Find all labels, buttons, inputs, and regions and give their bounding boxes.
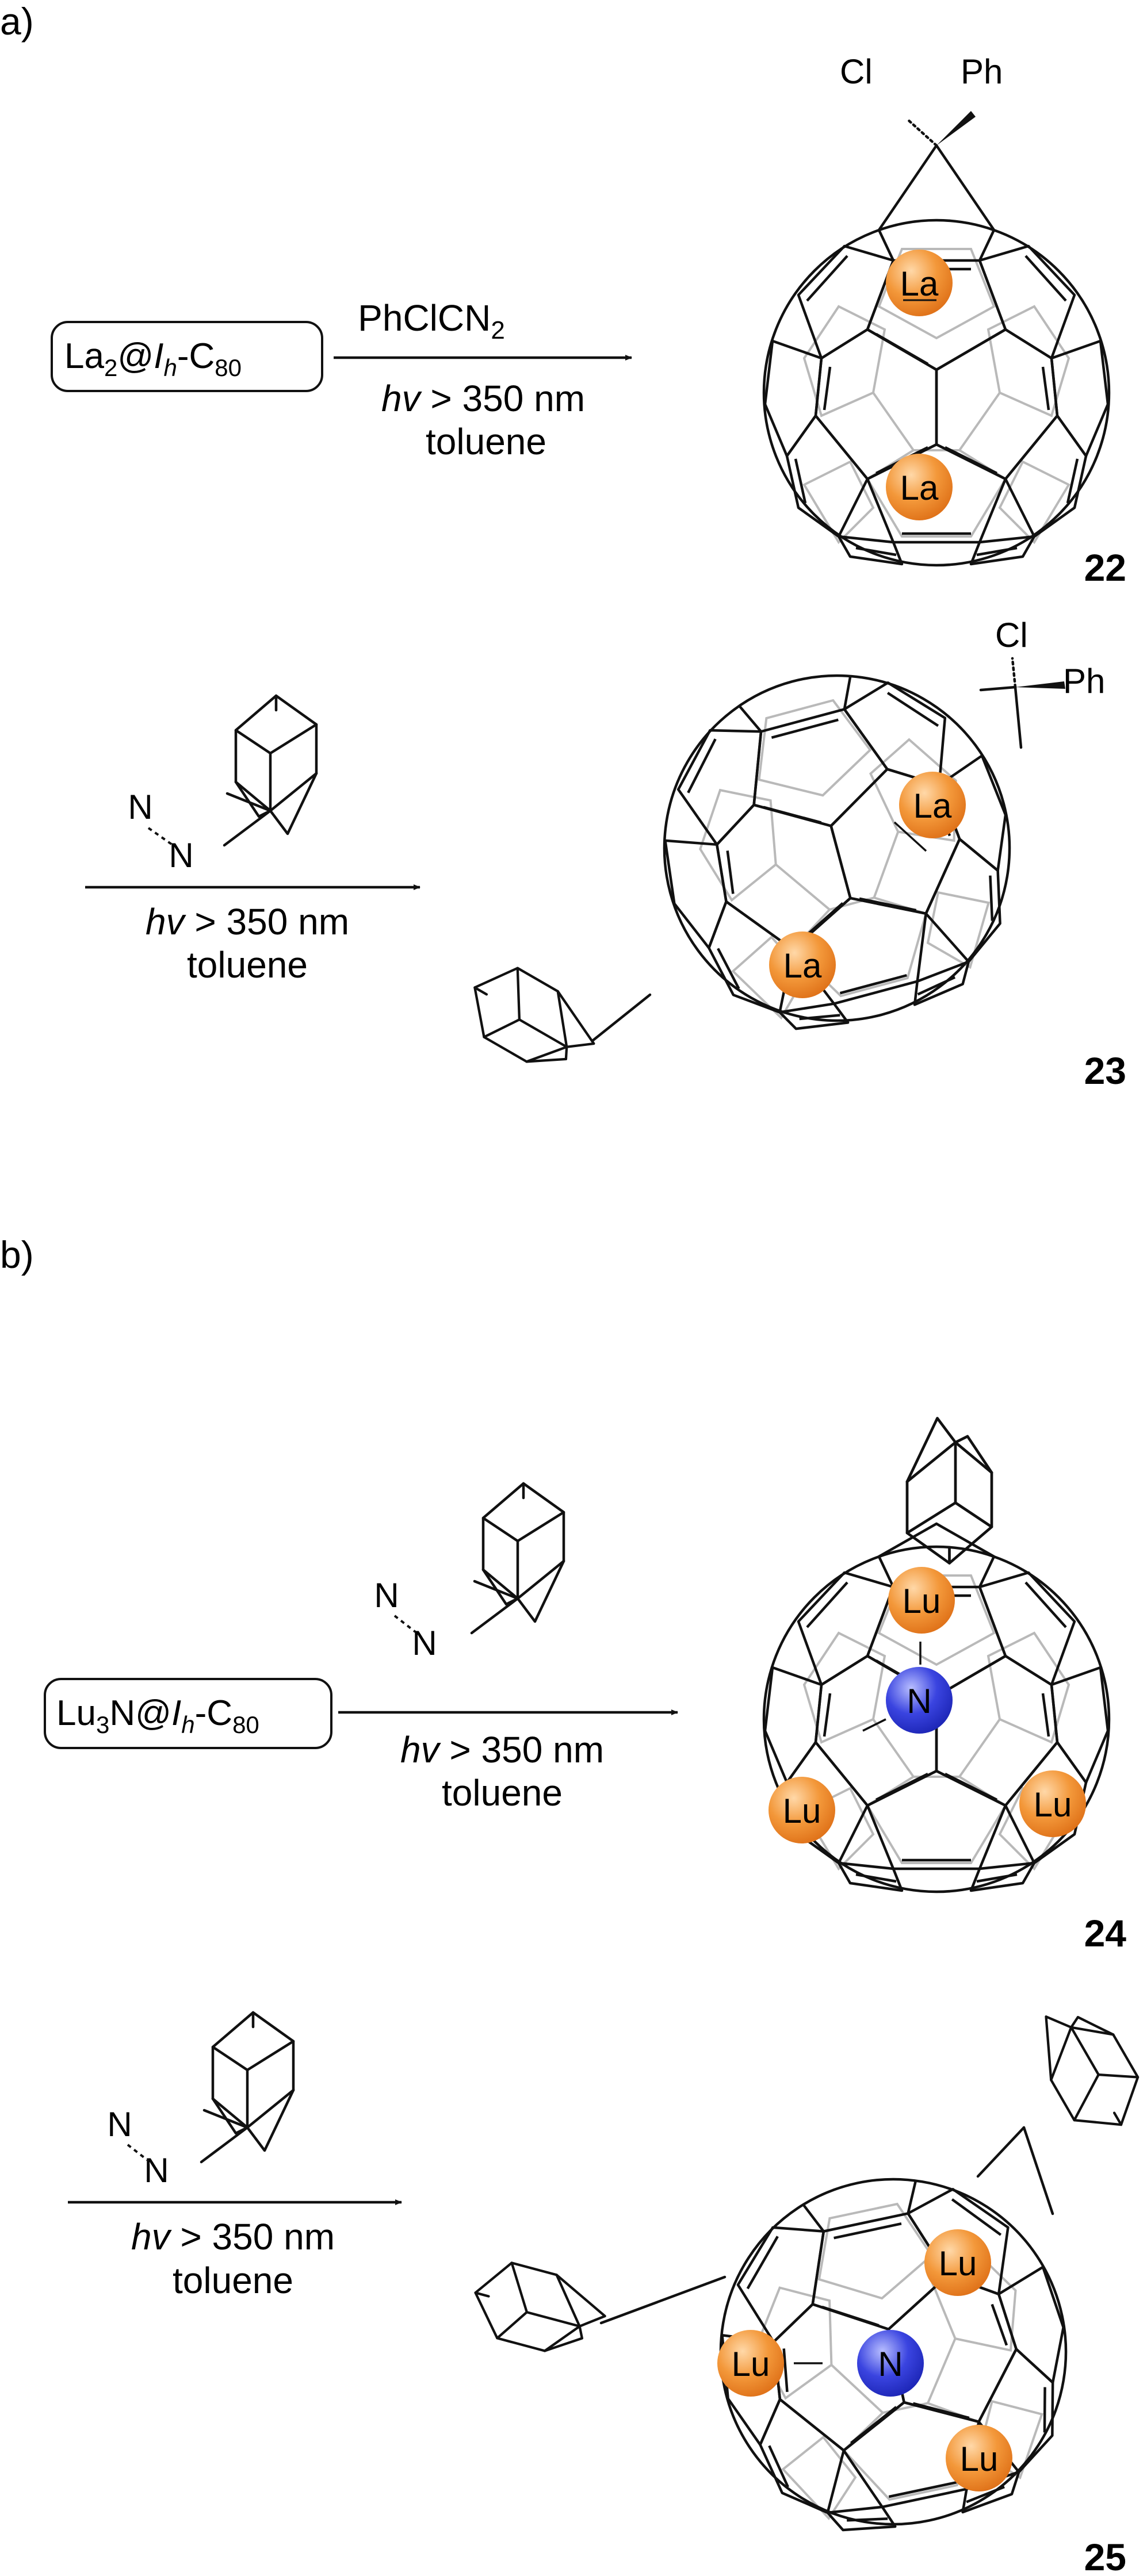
condition-text-4: hv > 350 nm — [131, 2216, 335, 2257]
compound-label-23: 23 — [1084, 1049, 1126, 1092]
adamantylidene-24 — [907, 1419, 992, 1563]
la-atom-label-3: La — [913, 787, 952, 825]
adamantane-diazirine-reagent-3 — [200, 2012, 293, 2164]
fullerene-cage-24 — [764, 1522, 1109, 1892]
diazirine-n-bottom-3: N — [144, 2151, 169, 2190]
lu-atom-sphere-5: Lu — [717, 2330, 784, 2397]
compound-label-24: 24 — [1084, 1912, 1127, 1954]
condition-text-2: hv > 350 nm — [146, 901, 349, 942]
solvent-text-1: toluene — [426, 421, 546, 462]
diazirine-n-bottom-2: N — [412, 1624, 437, 1662]
solvent-text-2: toluene — [187, 944, 308, 986]
lu-atom-label-2: Lu — [783, 1792, 821, 1830]
reactant-formula-b: Lu3N@Ih-C80 — [56, 1693, 259, 1738]
diazirine-n-top-3: N — [107, 2105, 132, 2144]
adamantane-diazirine-reagent-1 — [223, 696, 316, 847]
reactant-box-b — [44, 1678, 332, 1749]
adamantylidene-23 — [456, 954, 607, 1086]
lu-atom-sphere-2: Lu — [769, 1777, 835, 1843]
substituent-cl-23: Cl — [995, 616, 1028, 654]
substituent-cl-22: Cl — [840, 52, 873, 91]
substituent-ph-22: Ph — [961, 52, 1003, 91]
solvent-text-3: toluene — [442, 1772, 563, 1814]
panel-a-label: a) — [0, 0, 34, 43]
lu-atom-label-5: Lu — [732, 2345, 770, 2383]
diazirine-n-top-1: N — [128, 788, 152, 826]
carbene-bridge-23 — [979, 657, 1023, 749]
lu-atom-sphere-4: Lu — [924, 2229, 991, 2296]
condition-text-3: hv > 350 nm — [400, 1729, 604, 1770]
condition-text-1: hv > 350 nm — [381, 378, 585, 419]
la-atom-sphere-1: La — [886, 250, 953, 316]
substituent-ph-23: Ph — [1063, 662, 1105, 700]
adamantylidene-25-top — [1022, 1992, 1147, 2144]
n-atom-label-2: N — [878, 2345, 903, 2383]
diazirine-n-bottom-1: N — [169, 836, 193, 875]
la-atom-label-2: La — [900, 469, 939, 507]
adamantylidene-25-left — [465, 2256, 612, 2363]
n-atom-sphere-2: N — [794, 2330, 924, 2397]
lu-atom-label-1: Lu — [903, 1582, 941, 1620]
reactant-formula-a: La2@Ih-C80 — [64, 336, 242, 381]
la-atom-sphere-4: La — [769, 931, 836, 998]
fullerene-cage-22 — [764, 111, 1109, 565]
reagent-phclcn2: PhClCN2 — [358, 297, 505, 344]
la-atom-label-1: La — [900, 264, 939, 303]
compound-label-25: 25 — [1084, 2536, 1126, 2576]
lu-atom-sphere-6: Lu — [946, 2425, 1012, 2491]
n-atom-label-1: N — [907, 1682, 931, 1720]
lu-atom-label-6: Lu — [960, 2440, 999, 2478]
lu-atom-label-4: Lu — [939, 2244, 977, 2283]
bridge-25-top — [976, 2126, 1054, 2215]
n-atom-sphere-1: N — [862, 1642, 953, 1734]
reactant-box-a — [51, 321, 323, 392]
lu-atom-label-3: Lu — [1034, 1785, 1072, 1824]
la-atom-sphere-3: La — [893, 772, 966, 852]
la-atom-label-4: La — [783, 946, 822, 985]
diazirine-n-top-2: N — [374, 1576, 399, 1615]
compound-label-22: 22 — [1084, 546, 1126, 589]
fullerene-cage-23 — [626, 637, 1049, 1060]
lu-atom-sphere-3: Lu — [1019, 1770, 1086, 1837]
solvent-text-4: toluene — [173, 2260, 293, 2301]
lu-atom-sphere-1: Lu — [888, 1567, 955, 1634]
la-atom-sphere-2: La — [886, 454, 953, 520]
adamantane-diazirine-reagent-2 — [470, 1483, 564, 1635]
panel-b-label: b) — [0, 1233, 34, 1276]
